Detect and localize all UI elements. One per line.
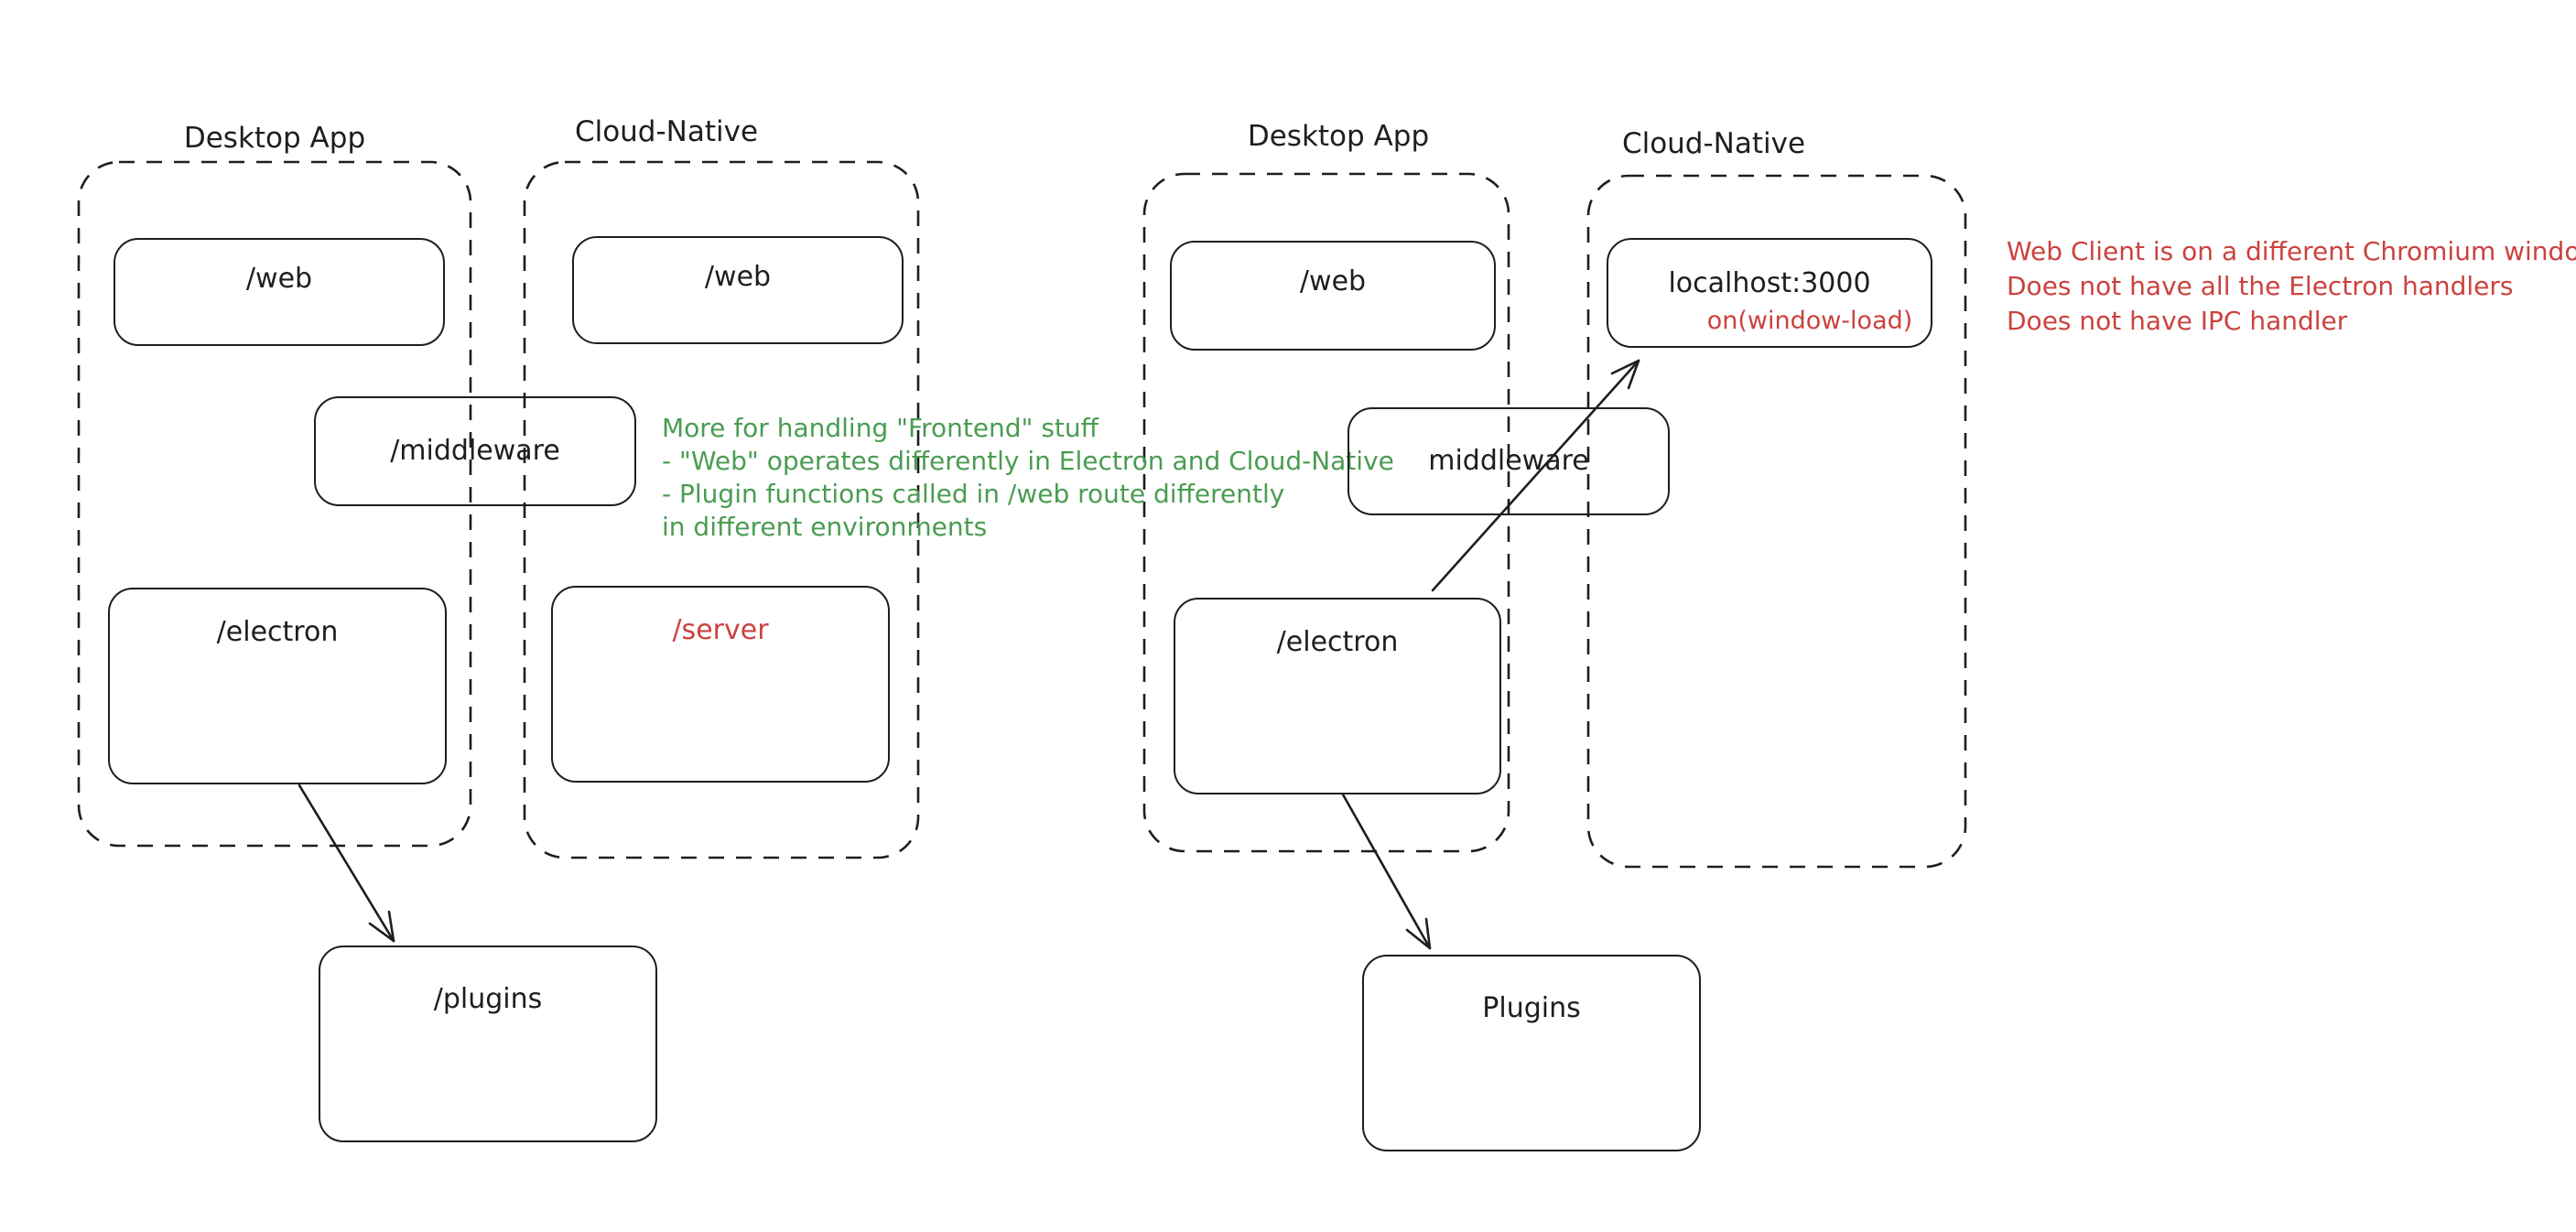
arrow-electron-to-localhost: [1431, 359, 1640, 592]
right-electron-label: /electron: [1276, 626, 1399, 658]
green-annotation-line: - "Web" operates differently in Electron…: [662, 446, 1394, 476]
left-electron-box: /electron: [108, 588, 447, 784]
left-cloud-native-container: [523, 160, 920, 859]
left-electron-label: /electron: [216, 616, 339, 648]
left-server-box: /server: [551, 586, 890, 783]
right-web-box: /web: [1170, 241, 1496, 351]
right-middleware-label: middleware: [1428, 445, 1589, 477]
left-middleware-label: /middleware: [390, 435, 560, 467]
green-annotation-line: - Plugin functions called in /web route …: [662, 479, 1285, 509]
left-cloud-native-title: Cloud-Native: [574, 115, 759, 148]
left-cloud-web-box: /web: [572, 236, 904, 344]
right-desktop-app-title: Desktop App: [1247, 120, 1430, 153]
green-annotation-line: More for handling "Frontend" stuff: [662, 413, 1099, 443]
left-plugins-box: /plugins: [319, 946, 657, 1142]
left-web-label: /web: [245, 263, 313, 295]
arrow-electron-to-plugins-right: [1341, 793, 1432, 950]
right-electron-box: /electron: [1174, 598, 1501, 794]
left-web-box: /web: [114, 238, 445, 346]
left-plugins-label: /plugins: [433, 983, 543, 1015]
right-middleware-box: middleware: [1348, 407, 1670, 515]
right-plugins-box: Plugins: [1362, 955, 1701, 1151]
left-middleware-box: /middleware: [314, 396, 636, 506]
right-plugins-label: Plugins: [1482, 992, 1581, 1024]
window-load-handler-label: on(window-load): [1706, 306, 1913, 335]
right-desktop-app-container: [1142, 172, 1510, 853]
left-cloud-web-label: /web: [704, 261, 772, 293]
red-annotation-line: Does not have IPC handler: [2007, 306, 2348, 336]
arrow-electron-to-plugins-left: [298, 784, 395, 943]
right-cloud-native-container: [1586, 174, 1967, 869]
red-annotation-line: Does not have all the Electron handlers: [2007, 271, 2514, 301]
left-desktop-app-title: Desktop App: [183, 122, 366, 155]
localhost-label: localhost:3000: [1668, 266, 1871, 299]
green-annotation-line: in different environments: [662, 512, 988, 542]
left-desktop-app-container: [77, 160, 472, 848]
right-cloud-native-title: Cloud-Native: [1621, 127, 1806, 160]
localhost-box: localhost:3000 on(window-load): [1607, 238, 1932, 348]
red-annotation: Web Client is on a different Chromium wi…: [2007, 234, 2576, 339]
right-web-label: /web: [1299, 265, 1367, 297]
red-annotation-line: Web Client is on a different Chromium wi…: [2007, 236, 2576, 266]
left-server-label: /server: [672, 614, 769, 646]
green-annotation: More for handling "Frontend" stuff - "We…: [662, 412, 1394, 544]
